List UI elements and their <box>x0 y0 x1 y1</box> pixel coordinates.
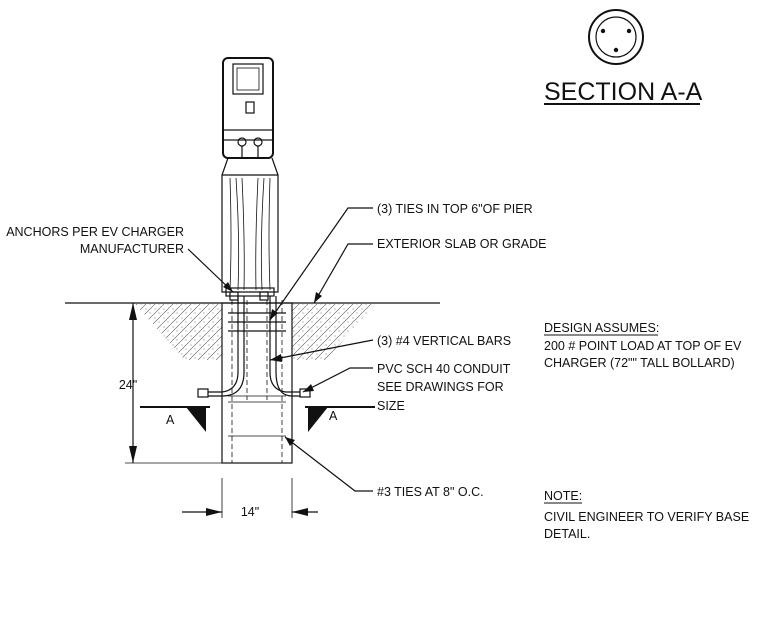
design-assumes-line2: CHARGER (72"" TALL BOLLARD) <box>544 356 735 370</box>
pier-plan-icon <box>588 9 644 65</box>
callout-anchors: ANCHORS PER EV CHARGER MANUFACTURER <box>6 225 184 256</box>
connector-left-icon <box>237 137 247 147</box>
soil-hatch <box>135 304 375 360</box>
note-heading: NOTE: <box>544 489 582 503</box>
callout-conduit: PVC SCH 40 CONDUIT SEE DRAWINGS FOR SIZE <box>377 362 511 413</box>
anchors-label-line1: ANCHORS PER EV CHARGER <box>6 225 184 239</box>
conduit-label-line3: SIZE <box>377 399 405 413</box>
conduit-label-line1: PVC SCH 40 CONDUIT <box>377 362 511 376</box>
depth-dimension: 24" <box>119 303 222 464</box>
conduit-label-line2: SEE DRAWINGS FOR <box>377 380 504 394</box>
note-line1: CIVIL ENGINEER TO VERIFY BASE <box>544 510 749 524</box>
civil-engineer-note: NOTE: CIVIL ENGINEER TO VERIFY BASE DETA… <box>544 489 749 541</box>
ties-top-label: (3) TIES IN TOP 6"OF PIER <box>377 202 533 216</box>
conduits <box>197 296 311 398</box>
connector-right-icon <box>253 137 263 147</box>
concrete-pier <box>221 300 293 464</box>
ev-charger <box>222 57 274 159</box>
section-mark-left: A <box>166 413 175 427</box>
design-assumes-note: DESIGN ASSUMES: 200 # POINT LOAD AT TOP … <box>544 321 742 370</box>
depth-dimension-label: 24" <box>119 378 137 392</box>
section-title: SECTION A-A <box>544 78 703 106</box>
section-title-text: SECTION A-A <box>544 78 703 106</box>
vertical-bars-label: (3) #4 VERTICAL BARS <box>377 334 511 348</box>
width-dimension-label: 14" <box>241 505 259 519</box>
exterior-slab-label: EXTERIOR SLAB OR GRADE <box>377 237 546 251</box>
anchors-label-line2: MANUFACTURER <box>80 242 184 256</box>
bollard <box>221 157 279 301</box>
ties-oc-label: #3 TIES AT 8" O.C. <box>377 485 484 499</box>
design-assumes-heading: DESIGN ASSUMES: <box>544 321 659 335</box>
leaders <box>187 207 374 492</box>
design-assumes-line1: 200 # POINT LOAD AT TOP OF EV <box>544 339 742 353</box>
width-dimension: 14" <box>182 478 318 519</box>
note-line2: DETAIL. <box>544 527 590 541</box>
section-cut-right: A <box>305 406 375 432</box>
section-mark-right: A <box>329 409 338 423</box>
section-cut-left: A <box>140 406 210 432</box>
